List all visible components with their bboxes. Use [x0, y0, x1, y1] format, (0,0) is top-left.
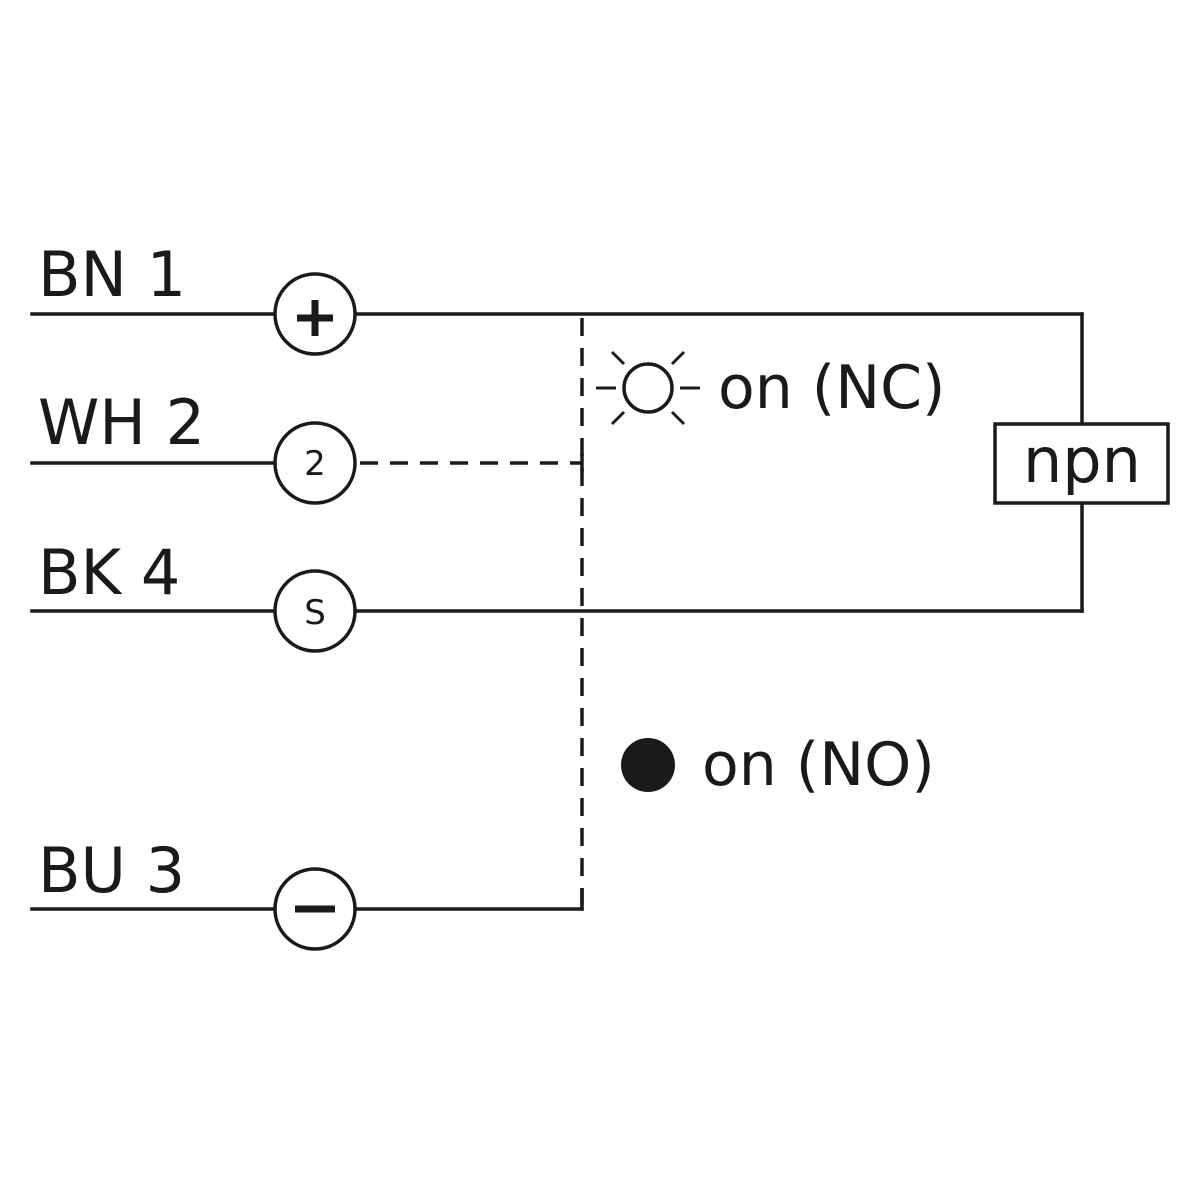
npn-block: npn [993, 312, 1170, 613]
wire-label-bn: BN 1 [38, 238, 186, 311]
terminal-2-label: 2 [304, 444, 326, 484]
wire-bk: BK 4 S [30, 536, 1084, 653]
terminal-s [273, 569, 357, 653]
npn-label: npn [1023, 424, 1141, 497]
terminal-s-label: S [304, 593, 326, 633]
wire-label-bu: BU 3 [38, 834, 185, 907]
led-nc-label: on (NC) [718, 353, 945, 423]
wire-label-wh: WH 2 [38, 386, 205, 459]
wire-bu: BU 3 [30, 834, 584, 951]
wire-wh: WH 2 2 [30, 386, 584, 505]
led-ray-tr [670, 350, 686, 366]
terminal-2 [273, 421, 357, 505]
npn-box [993, 422, 1170, 505]
led-no-indicator: on (NO) [621, 730, 935, 800]
led-no-label: on (NO) [702, 730, 935, 800]
led-ray-tl [610, 350, 626, 366]
led-filled-icon [621, 738, 675, 792]
led-ray-bl [610, 410, 626, 426]
led-nc-indicator: on (NC) [596, 350, 945, 426]
led-ray-br [670, 410, 686, 426]
wire-bn: BN 1 [30, 238, 1084, 356]
led-open-icon [622, 362, 674, 414]
wire-label-bk: BK 4 [38, 536, 180, 609]
